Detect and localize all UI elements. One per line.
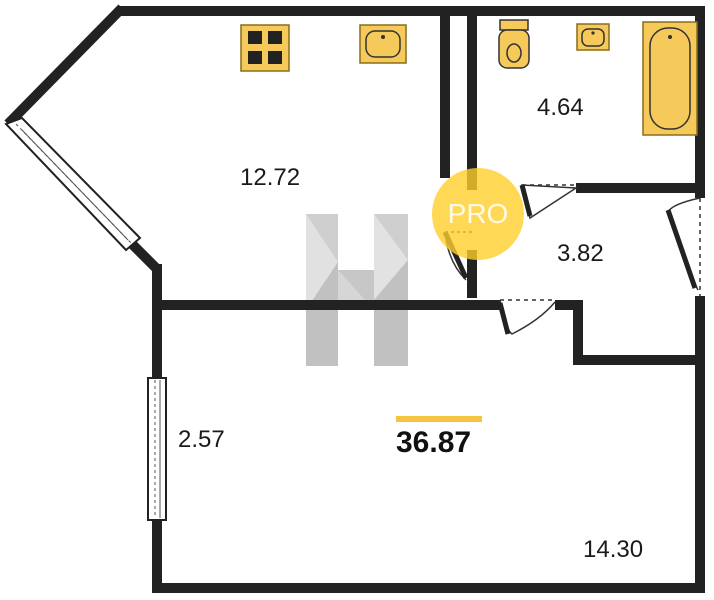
room-area-kitchen-living: 12.72 — [240, 164, 301, 191]
pro-badge: PRO — [432, 168, 524, 260]
kitchen-sink-icon — [359, 24, 407, 64]
interior-walls — [157, 11, 705, 365]
exterior-walls — [4, 4, 705, 593]
watermark-logo — [306, 214, 408, 366]
total-area: 36.87 — [396, 426, 472, 459]
room-area-main-room: 14.30 — [583, 536, 644, 563]
toilet-icon — [498, 19, 530, 69]
bathroom-sink-icon — [576, 23, 610, 51]
room-area-bathroom: 4.64 — [537, 94, 584, 121]
stove-icon — [240, 24, 290, 72]
room-area-loggia: 2.57 — [178, 426, 225, 453]
room-area-hallway: 3.82 — [557, 240, 604, 267]
total-accent-bar — [396, 416, 482, 422]
left-window — [147, 377, 167, 521]
pro-badge-text: PRO — [447, 198, 509, 229]
bathtub-icon — [642, 21, 698, 136]
bay-window — [4, 116, 142, 252]
doors — [442, 184, 701, 335]
